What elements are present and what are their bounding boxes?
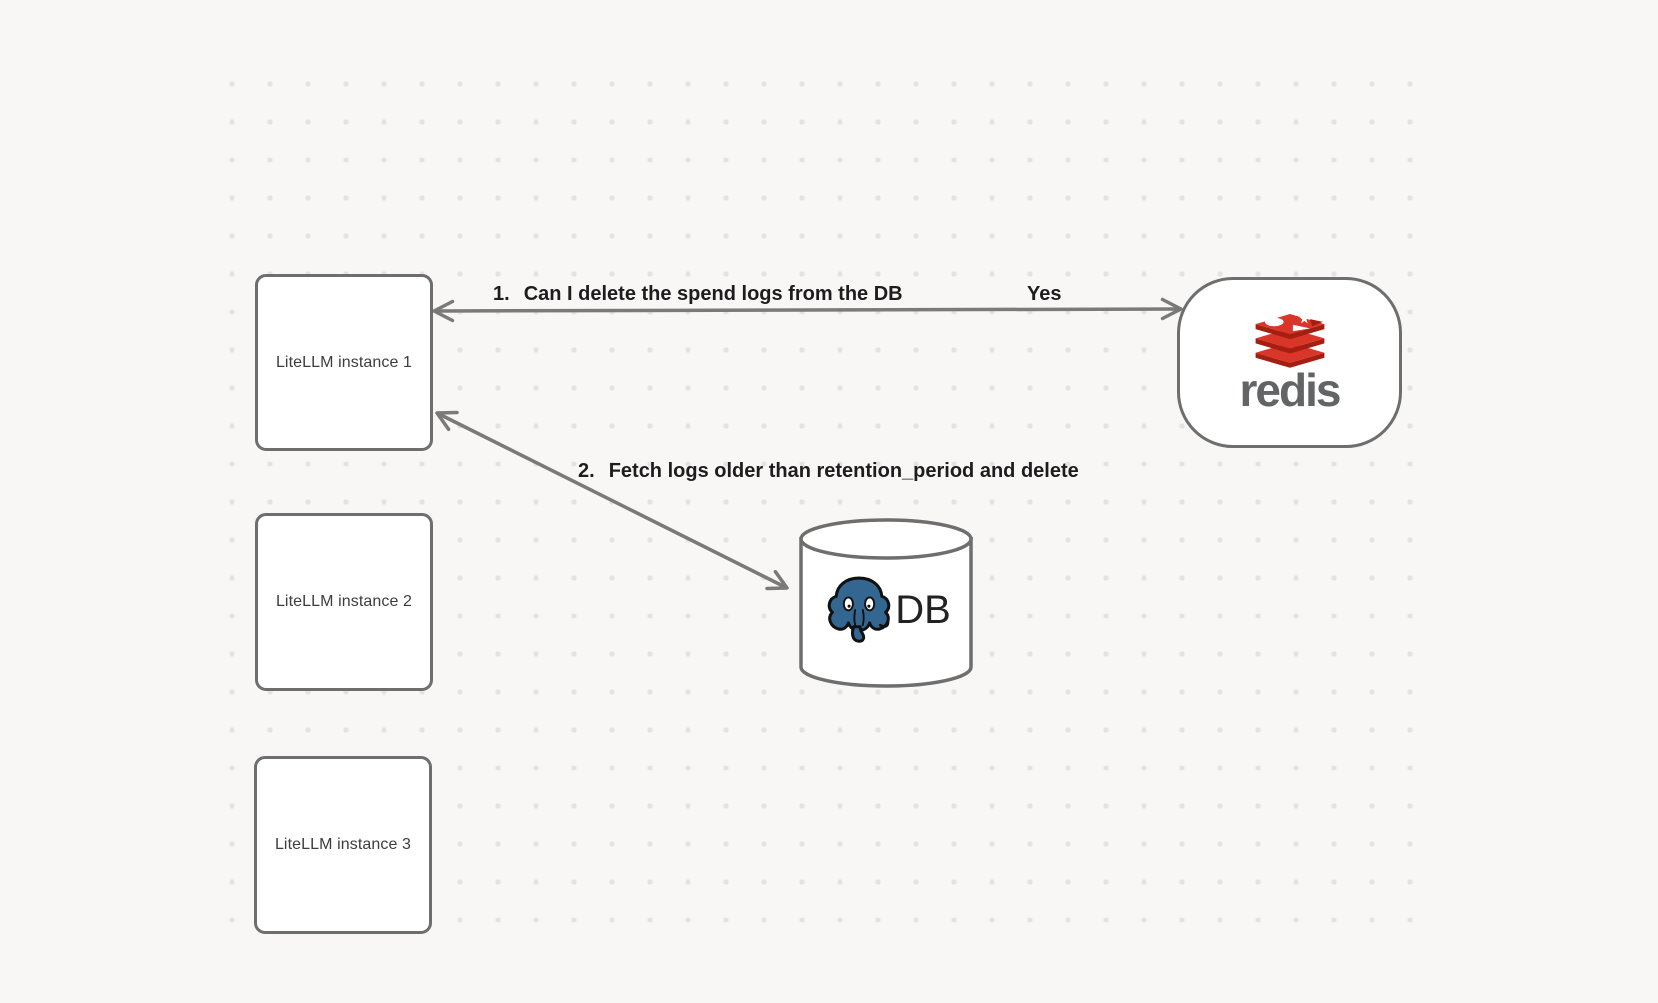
node-litellm-instance-2: LiteLLM instance 2 — [255, 513, 433, 691]
redis-logo-icon — [1255, 313, 1324, 368]
node-litellm-instance-3-label: LiteLLM instance 3 — [274, 836, 412, 853]
postgresql-elephant-icon — [827, 576, 891, 643]
edge-label-1: 1. Can I delete the spend logs from the … — [493, 283, 903, 306]
node-litellm-instance-3: LiteLLM instance 3 — [254, 756, 432, 934]
node-redis: redis — [1177, 277, 1402, 448]
db-label: DB — [895, 588, 951, 632]
node-litellm-instance-2-label: LiteLLM instance 2 — [275, 593, 413, 610]
edge-label-1-text: Can I delete the spend logs from the DB — [523, 283, 903, 305]
edge-label-2: 2. Fetch logs older than retention_perio… — [578, 460, 1079, 483]
node-litellm-instance-1: LiteLLM instance 1 — [255, 274, 433, 451]
node-litellm-instance-1-label: LiteLLM instance 1 — [275, 353, 413, 371]
edge-label-2-text: Fetch logs older than retention_period a… — [608, 460, 1079, 482]
edge-label-1-number: 1. — [493, 283, 510, 305]
edge-label-2-number: 2. — [578, 460, 595, 482]
node-db-content: DB — [799, 562, 973, 658]
edge-label-1-reply: Yes — [1027, 283, 1062, 305]
redis-wordmark: redis — [1239, 364, 1342, 416]
